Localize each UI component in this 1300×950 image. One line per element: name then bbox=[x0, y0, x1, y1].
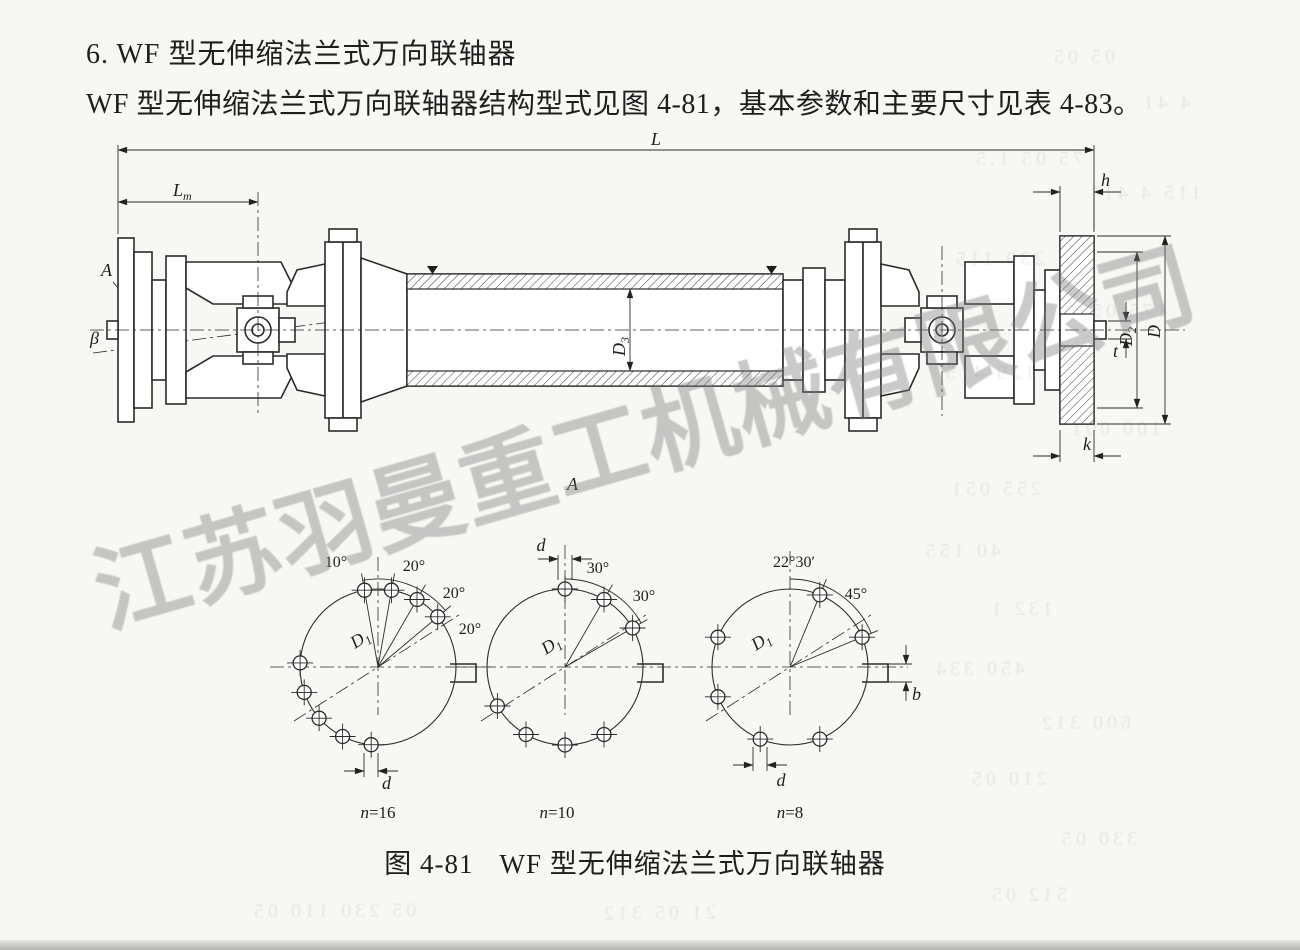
bleed-text: 175 05 bbox=[1087, 299, 1168, 323]
bleed-text: 600 312 bbox=[1037, 711, 1132, 735]
bleed-text: 75 05 1.5 bbox=[971, 147, 1084, 171]
right-universal-joint bbox=[880, 255, 1035, 405]
bolt-diagram-n16: 10° 20° 20° 20° d D1 n=16 bbox=[270, 554, 492, 822]
bleed-text: 512 05 bbox=[987, 883, 1068, 907]
svg-text:β: β bbox=[89, 328, 99, 348]
svg-text:d: d bbox=[777, 770, 787, 790]
svg-text:D1: D1 bbox=[746, 627, 775, 657]
bleed-text: 210 05 bbox=[967, 767, 1048, 791]
bleed-text: 05 230 110 05 bbox=[249, 899, 417, 923]
bleed-text: 255 051 bbox=[947, 477, 1042, 501]
svg-text:b: b bbox=[912, 684, 921, 704]
bleed-text: 132 1 bbox=[987, 597, 1054, 621]
hole-count-label: n=16 bbox=[360, 803, 395, 822]
dim-h: h bbox=[1033, 170, 1121, 232]
bleed-text: 21 05 312 bbox=[599, 901, 717, 925]
centerlines bbox=[90, 192, 1185, 416]
bleed-text: 330 05 bbox=[1057, 827, 1138, 851]
page-edge-shadow bbox=[0, 940, 1300, 950]
dim-k: k bbox=[1033, 430, 1121, 462]
svg-text:D: D bbox=[1144, 325, 1164, 339]
svg-text:30°: 30° bbox=[587, 560, 609, 577]
svg-text:20°: 20° bbox=[443, 585, 465, 602]
bolt-circle-diagrams: 10° 20° 20° 20° d D1 n=16 30° 30° d D1 n… bbox=[270, 535, 921, 822]
dim-D3: D3 bbox=[609, 288, 634, 372]
bleed-text: 230 115 bbox=[951, 247, 1045, 271]
hole-count-label: n=8 bbox=[777, 803, 804, 822]
svg-text:h: h bbox=[1101, 170, 1110, 190]
svg-text:Lm: Lm bbox=[172, 180, 192, 203]
bleed-text: 05 05 bbox=[1049, 45, 1116, 69]
dim-t: t bbox=[1108, 302, 1131, 361]
bleed-text: 4 41 bbox=[1139, 91, 1192, 115]
svg-text:D3: D3 bbox=[609, 337, 632, 357]
svg-text:d: d bbox=[537, 535, 547, 555]
svg-text:D1: D1 bbox=[345, 625, 374, 655]
bolt-diagram-n8: 22°30′ 45° d b D1 n=8 bbox=[682, 551, 921, 822]
svg-text:t: t bbox=[1113, 341, 1119, 361]
svg-text:D1: D1 bbox=[536, 631, 565, 661]
bleed-text: 115 4 41 bbox=[1099, 181, 1202, 205]
section-A-label: A bbox=[566, 474, 579, 494]
dim-Lm: Lm bbox=[117, 180, 259, 206]
svg-text:20°: 20° bbox=[459, 621, 481, 638]
bleed-text: 129 415 bbox=[941, 361, 1036, 385]
svg-text:20°: 20° bbox=[403, 558, 425, 575]
svg-text:L: L bbox=[650, 129, 661, 149]
figure-title: WF 型无伸缩法兰式万向联轴器 bbox=[499, 849, 886, 879]
bleed-text: 450 334 bbox=[931, 657, 1026, 681]
svg-text:k: k bbox=[1083, 434, 1092, 454]
section-heading: 6. WF 型无伸缩法兰式万向联轴器 bbox=[86, 39, 517, 70]
svg-text:10°: 10° bbox=[325, 554, 347, 571]
figure-caption: 图 4-81 WF 型无伸缩法兰式万向联轴器 bbox=[85, 842, 1185, 881]
hole-count-label: n=10 bbox=[539, 803, 574, 822]
dim-L: L bbox=[117, 129, 1095, 234]
svg-text:45°: 45° bbox=[845, 586, 867, 603]
svg-text:d: d bbox=[382, 773, 392, 793]
bolt-diagram-n10: 30° 30° d D1 n=10 bbox=[457, 535, 679, 822]
svg-text:22°30′: 22°30′ bbox=[773, 554, 815, 571]
bleed-text: 40 155 bbox=[921, 539, 1002, 563]
assembly-drawing: L Lm h A β bbox=[89, 129, 1185, 494]
intro-paragraph: WF 型无伸缩法兰式万向联轴器结构型式见图 4-81，基本参数和主要尺寸见表 4… bbox=[86, 89, 1142, 120]
figure-number: 图 4-81 bbox=[384, 849, 474, 879]
svg-text:30°: 30° bbox=[633, 588, 655, 605]
svg-text:A: A bbox=[100, 260, 113, 280]
bleed-text: 100 001 bbox=[1067, 417, 1162, 441]
